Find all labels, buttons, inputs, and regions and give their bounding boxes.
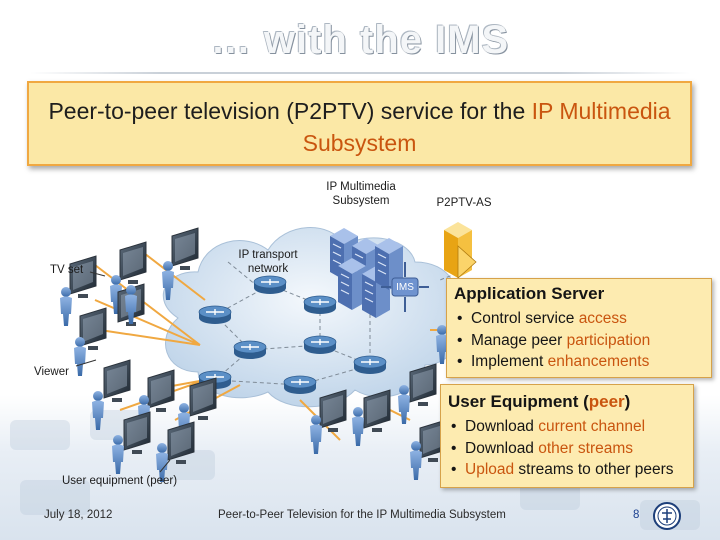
list-item: Download other streams (448, 438, 693, 460)
label-user-equipment: User equipment (peer) (62, 475, 178, 487)
footer-text: Peer-to-Peer Television for the IP Multi… (218, 509, 506, 521)
label-tv-set: TV set (50, 264, 84, 276)
subtitle-text: Peer-to-peer television (P2PTV) service … (48, 98, 532, 124)
ims-badge-label: IMS (396, 282, 414, 293)
user-equipment-callout: User Equipment (peer) Download current c… (440, 384, 694, 488)
label-ims-line1: IP Multimedia (326, 181, 396, 193)
label-ims-line2: Subsystem (332, 195, 390, 207)
university-seal-icon (653, 502, 681, 530)
user-equipment-list: Download current channel Download other … (448, 416, 693, 481)
user-equipment-heading: User Equipment (peer) (448, 392, 631, 411)
label-p2ptv-as: P2PTV-AS (436, 197, 492, 209)
list-item: Manage peer participation (454, 330, 711, 352)
label-transport-line2: network (247, 263, 289, 275)
list-item: Implement enhancements (454, 351, 711, 373)
subtitle-accent: IP Multimedia Subsystem (302, 98, 671, 156)
slide-title: … with the IMS (210, 18, 510, 62)
title-divider (30, 72, 690, 74)
list-item: Control service access (454, 308, 711, 330)
label-viewer: Viewer (34, 366, 69, 378)
footer-date: July 18, 2012 (44, 509, 113, 521)
app-server-callout: Application Server Control service acces… (446, 278, 712, 378)
list-item: Download current channel (448, 416, 693, 438)
list-item: Upload streams to other peers (448, 459, 693, 481)
app-server-heading: Application Server (454, 284, 605, 303)
label-transport-line1: IP transport (238, 249, 298, 261)
page-number: 8 (633, 509, 640, 521)
subtitle-box: Peer-to-peer television (P2PTV) service … (27, 81, 692, 166)
app-server-list: Control service access Manage peer parti… (454, 308, 711, 373)
